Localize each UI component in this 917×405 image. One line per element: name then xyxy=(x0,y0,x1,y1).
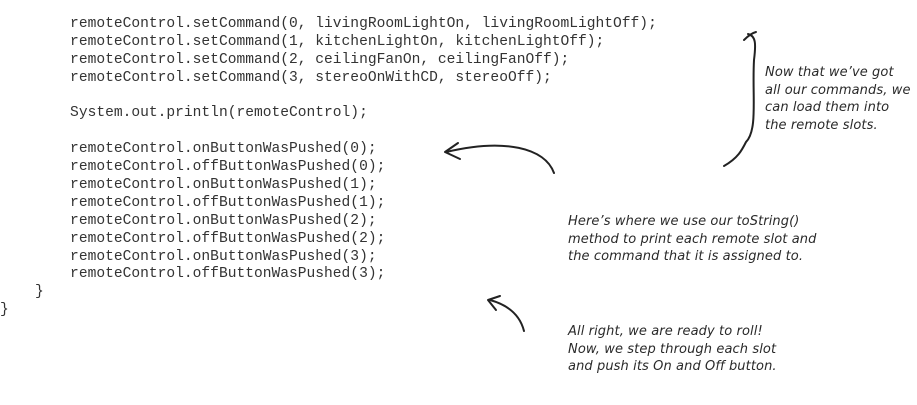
code-line: remoteControl.offButtonWasPushed(0); xyxy=(0,159,386,176)
code-line: remoteControl.setCommand(2, ceilingFanOn… xyxy=(0,51,570,68)
code-line: remoteControl.onButtonWasPushed(0); xyxy=(0,141,377,158)
bracket-tick xyxy=(743,31,757,41)
annotation-roll: All right, we are ready to roll! Now, we… xyxy=(568,323,777,376)
code-line: System.out.println(remoteControl); xyxy=(0,105,368,122)
code-listing: remoteControl.setCommand(0, livingRoomLi… xyxy=(0,16,657,338)
annotation-line: all our commands, we xyxy=(765,82,911,98)
code-line: remoteControl.offButtonWasPushed(3); xyxy=(0,266,386,283)
code-line: } xyxy=(0,302,9,319)
code-line: remoteControl.setCommand(0, livingRoomLi… xyxy=(0,16,657,32)
arrowhead-roll xyxy=(487,295,501,311)
annotation-line: All right, we are ready to roll! xyxy=(568,324,763,339)
annotation-line: can load them into xyxy=(765,100,890,115)
annotation-line: Now, we step through each slot xyxy=(568,341,777,357)
code-line: } xyxy=(0,284,44,301)
bracket-mark xyxy=(723,33,757,167)
annotation-tostring: Here’s where we use our toString() metho… xyxy=(568,213,817,266)
code-line: remoteControl.offButtonWasPushed(2); xyxy=(0,230,386,247)
annotation-line: the remote slots. xyxy=(765,117,878,133)
annotation-line: Here’s where we use our toString() xyxy=(568,214,800,229)
annotation-line: and push its On and Off button. xyxy=(568,359,777,374)
code-line: remoteControl.onButtonWasPushed(2); xyxy=(0,212,377,229)
code-line: remoteControl.onButtonWasPushed(3); xyxy=(0,248,377,265)
annotation-line: the command that it is assigned to. xyxy=(568,249,804,264)
code-line: remoteControl.setCommand(1, kitchenLight… xyxy=(0,33,605,50)
code-line: remoteControl.setCommand(3, stereoOnWith… xyxy=(0,69,552,86)
arrow-tostring xyxy=(445,144,555,174)
arrowhead-tostring xyxy=(444,142,461,160)
annotation-commands: Now that we’ve got all our commands, we … xyxy=(765,64,911,134)
code-line: remoteControl.onButtonWasPushed(1); xyxy=(0,177,377,194)
annotation-line: method to print each remote slot and xyxy=(568,231,817,247)
arrow-roll xyxy=(489,299,525,332)
code-line: remoteControl.offButtonWasPushed(1); xyxy=(0,194,386,211)
annotation-line: Now that we’ve got xyxy=(765,65,894,80)
